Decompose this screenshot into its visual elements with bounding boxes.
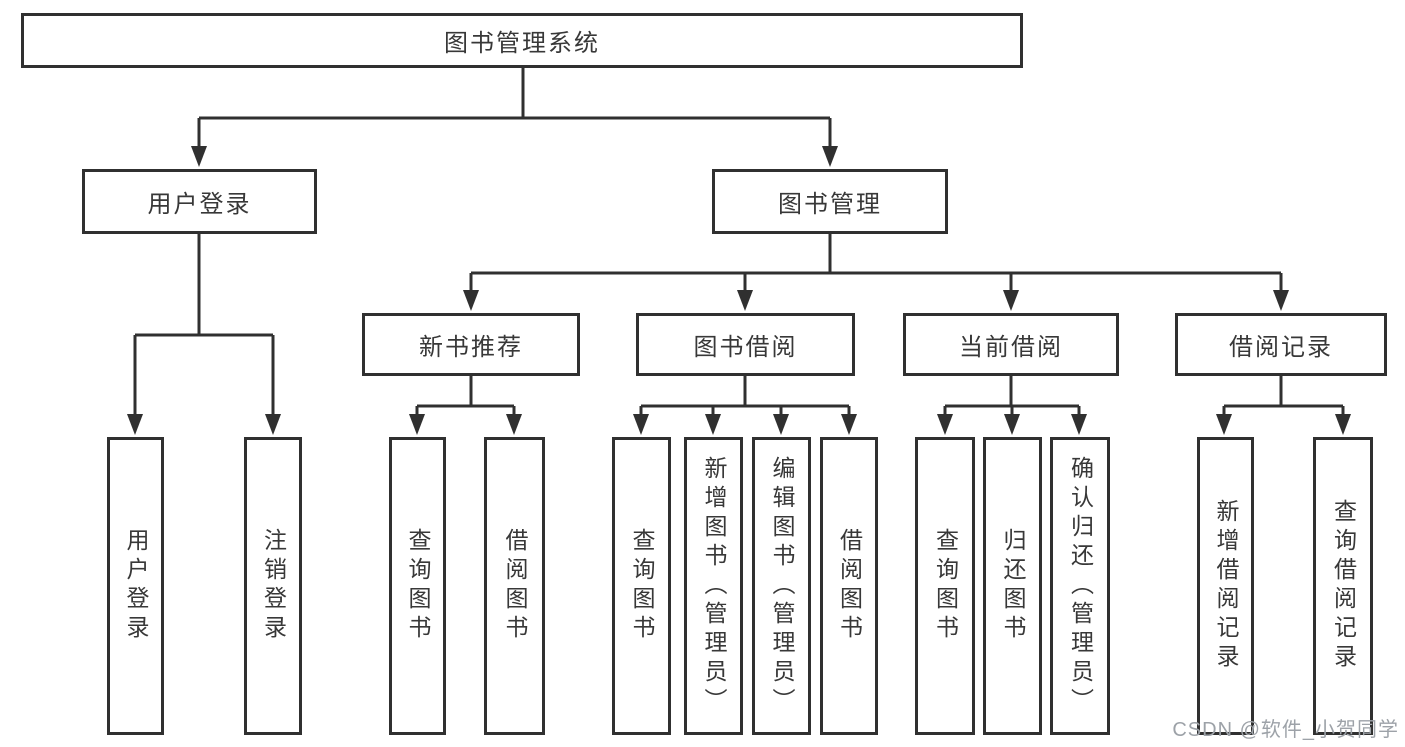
node-book-borrowing: 图书借阅 bbox=[636, 313, 855, 376]
arrowhead-icon bbox=[1273, 290, 1289, 311]
leaf-confirm-return-admin: 确认归还（管理员） bbox=[1050, 437, 1110, 735]
arrowhead-icon bbox=[409, 414, 425, 435]
arrowhead-icon bbox=[506, 414, 522, 435]
node-library-system: 图书管理系统 bbox=[21, 13, 1023, 68]
connector-new-book-branch bbox=[415, 376, 516, 416]
arrowhead-icon bbox=[937, 414, 953, 435]
connector-user-login-branch bbox=[133, 233, 275, 416]
node-library-system-label: 图书管理系统 bbox=[444, 30, 600, 57]
leaf-add-book-admin: 新增图书（管理员） bbox=[684, 437, 743, 735]
node-user-login-label: 用户登录 bbox=[147, 191, 252, 218]
leaf-query-books-2-label: 查询图书 bbox=[629, 528, 655, 644]
leaf-query-books-2: 查询图书 bbox=[612, 437, 671, 735]
leaf-user-login-label: 用户登录 bbox=[123, 528, 149, 644]
leaf-confirm-return-admin-label: 确认归还（管理员） bbox=[1067, 455, 1094, 717]
leaf-borrow-books-2-label: 借阅图书 bbox=[836, 528, 863, 644]
leaf-add-borrow-record: 新增借阅记录 bbox=[1197, 437, 1254, 735]
arrowhead-icon bbox=[265, 414, 281, 435]
arrowhead-icon bbox=[1216, 414, 1232, 435]
node-book-management: 图书管理 bbox=[712, 169, 948, 234]
leaf-user-login: 用户登录 bbox=[107, 437, 164, 735]
arrowhead-icon bbox=[737, 290, 753, 311]
connector-book-borrow-branch bbox=[639, 376, 851, 416]
node-book-borrowing-label: 图书借阅 bbox=[693, 334, 798, 361]
arrowheads bbox=[127, 146, 1351, 435]
node-current-borrowing-label: 当前借阅 bbox=[959, 334, 1063, 361]
connector-borrow-records-branch bbox=[1222, 376, 1345, 416]
leaf-borrow-books-2: 借阅图书 bbox=[820, 437, 878, 735]
connector-current-borrow-branch bbox=[943, 376, 1081, 416]
leaf-query-borrow-record: 查询借阅记录 bbox=[1313, 437, 1373, 735]
node-user-login: 用户登录 bbox=[82, 169, 317, 234]
leaf-return-book: 归还图书 bbox=[983, 437, 1042, 735]
node-borrowing-records-label: 借阅记录 bbox=[1229, 334, 1333, 361]
leaf-logout: 注销登录 bbox=[244, 437, 302, 735]
leaf-query-books-1: 查询图书 bbox=[389, 437, 446, 735]
connector-book-mgmt-branch bbox=[469, 233, 1283, 292]
leaf-return-book-label: 归还图书 bbox=[1000, 528, 1026, 644]
arrowhead-icon bbox=[1003, 290, 1019, 311]
leaf-query-books-3: 查询图书 bbox=[915, 437, 975, 735]
arrowhead-icon bbox=[773, 414, 789, 435]
arrowhead-icon bbox=[633, 414, 649, 435]
leaf-query-books-3-label: 查询图书 bbox=[932, 528, 959, 644]
leaf-borrow-books-1-label: 借阅图书 bbox=[502, 528, 528, 644]
arrowhead-icon bbox=[1004, 414, 1020, 435]
leaf-add-book-admin-label: 新增图书（管理员） bbox=[701, 455, 727, 717]
leaf-logout-label: 注销登录 bbox=[260, 528, 287, 644]
node-new-book-recommend: 新书推荐 bbox=[362, 313, 580, 376]
arrowhead-icon bbox=[822, 146, 838, 167]
node-book-management-label: 图书管理 bbox=[778, 191, 882, 218]
connector-root-to-level2 bbox=[197, 68, 832, 149]
arrowhead-icon bbox=[705, 414, 721, 435]
arrowhead-icon bbox=[191, 146, 207, 167]
arrowhead-icon bbox=[463, 290, 479, 311]
arrowhead-icon bbox=[841, 414, 857, 435]
arrowhead-icon bbox=[1335, 414, 1351, 435]
leaf-borrow-books-1: 借阅图书 bbox=[484, 437, 545, 735]
node-current-borrowing: 当前借阅 bbox=[903, 313, 1119, 376]
arrowhead-icon bbox=[127, 414, 143, 435]
leaf-edit-book-admin-label: 编辑图书（管理员） bbox=[769, 455, 795, 717]
leaf-edit-book-admin: 编辑图书（管理员） bbox=[752, 437, 811, 735]
leaf-query-borrow-record-label: 查询借阅记录 bbox=[1330, 499, 1357, 673]
arrowhead-icon bbox=[1071, 414, 1087, 435]
leaf-query-books-1-label: 查询图书 bbox=[405, 528, 431, 644]
node-new-book-recommend-label: 新书推荐 bbox=[419, 334, 523, 361]
node-borrowing-records: 借阅记录 bbox=[1175, 313, 1387, 376]
leaf-add-borrow-record-label: 新增借阅记录 bbox=[1213, 499, 1239, 673]
csdn-watermark: CSDN @软件_小贺同学 bbox=[1172, 719, 1399, 741]
